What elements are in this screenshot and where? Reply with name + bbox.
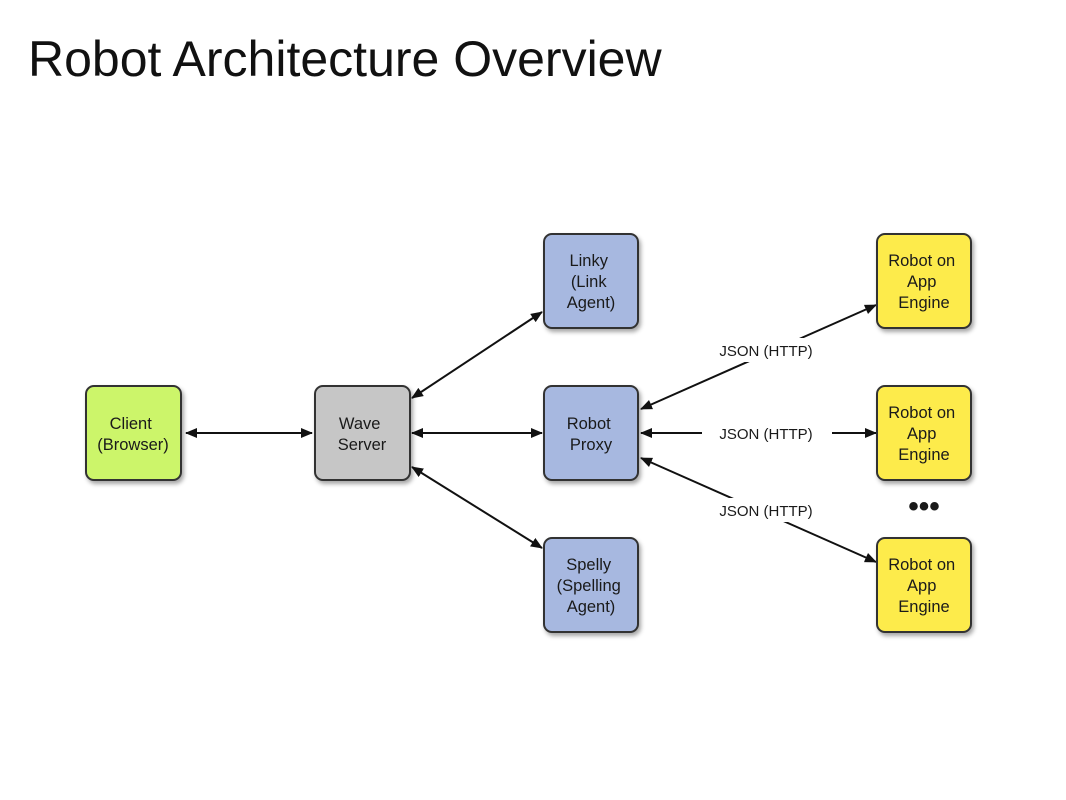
node-robot-1-line2: App — [907, 273, 936, 291]
node-robot-proxy-line2: Proxy — [570, 436, 613, 454]
edge-label-json-top: JSON (HTTP) — [719, 343, 812, 360]
svg-text:Wave Server: Wave Server — [338, 415, 387, 454]
node-wave-server-line2: Server — [338, 436, 387, 454]
node-linky: Linky (Link Agent) — [543, 233, 639, 329]
node-linky-line1: Linky — [569, 252, 608, 270]
svg-text:Robot Proxy: Robot Proxy — [567, 415, 616, 454]
edge-wave-linky — [411, 311, 543, 399]
node-robot-1-line1: Robot on — [888, 252, 955, 270]
node-robot-3-line3: Engine — [898, 598, 949, 616]
node-client-line2: (Browser) — [97, 436, 169, 454]
page-title: Robot Architecture Overview — [28, 31, 662, 87]
node-robot-2-line3: Engine — [898, 446, 949, 464]
node-wave-server-line1: Wave — [339, 415, 381, 433]
node-linky-line2: (Link — [571, 273, 608, 291]
node-spelly-line2: (Spelling — [557, 577, 621, 595]
node-robot-1-line3: Engine — [898, 294, 949, 312]
node-robot-3-line1: Robot on — [888, 556, 955, 574]
node-spelly-line3: Agent) — [567, 598, 616, 616]
svg-text:Robot on App Engin: Robot on App Engine — [888, 404, 960, 464]
ellipsis-more-robots: ••• — [908, 490, 940, 523]
node-spelly-line1: Spelly — [566, 556, 612, 574]
svg-text:Robot on App Engin: Robot on App Engine — [888, 252, 960, 312]
node-robot-proxy-line1: Robot — [567, 415, 611, 433]
svg-text:Linky (Link Agent): Linky (Link Agent) — [567, 252, 616, 312]
node-robot-3-line2: App — [907, 577, 936, 595]
edge-label-json-middle: JSON (HTTP) — [719, 426, 812, 443]
edge-label-json-bottom: JSON (HTTP) — [719, 503, 812, 520]
node-robot-2-line1: Robot on — [888, 404, 955, 422]
node-linky-line3: Agent) — [567, 294, 616, 312]
node-spelly: Spelly (Spelling Agent) — [543, 537, 639, 633]
edge-wave-spelly — [411, 466, 543, 549]
node-robot-app-engine-2: Robot on App Engine — [876, 385, 972, 481]
node-robot-app-engine-1: Robot on App Engine — [876, 233, 972, 329]
node-robot-proxy: Robot Proxy — [543, 385, 639, 481]
svg-text:Robot on App Engin: Robot on App Engine — [888, 556, 960, 616]
node-client-line1: Client — [110, 415, 153, 433]
node-wave-server: Wave Server — [314, 385, 411, 481]
svg-text:Spelly (Spelling A: Spelly (Spelling Agent) — [557, 556, 626, 616]
node-robot-app-engine-3: Robot on App Engine — [876, 537, 972, 633]
node-client: Client (Browser) — [85, 385, 182, 481]
node-robot-2-line2: App — [907, 425, 936, 443]
svg-text:Client (Browser): Client (Browser) — [97, 415, 169, 454]
